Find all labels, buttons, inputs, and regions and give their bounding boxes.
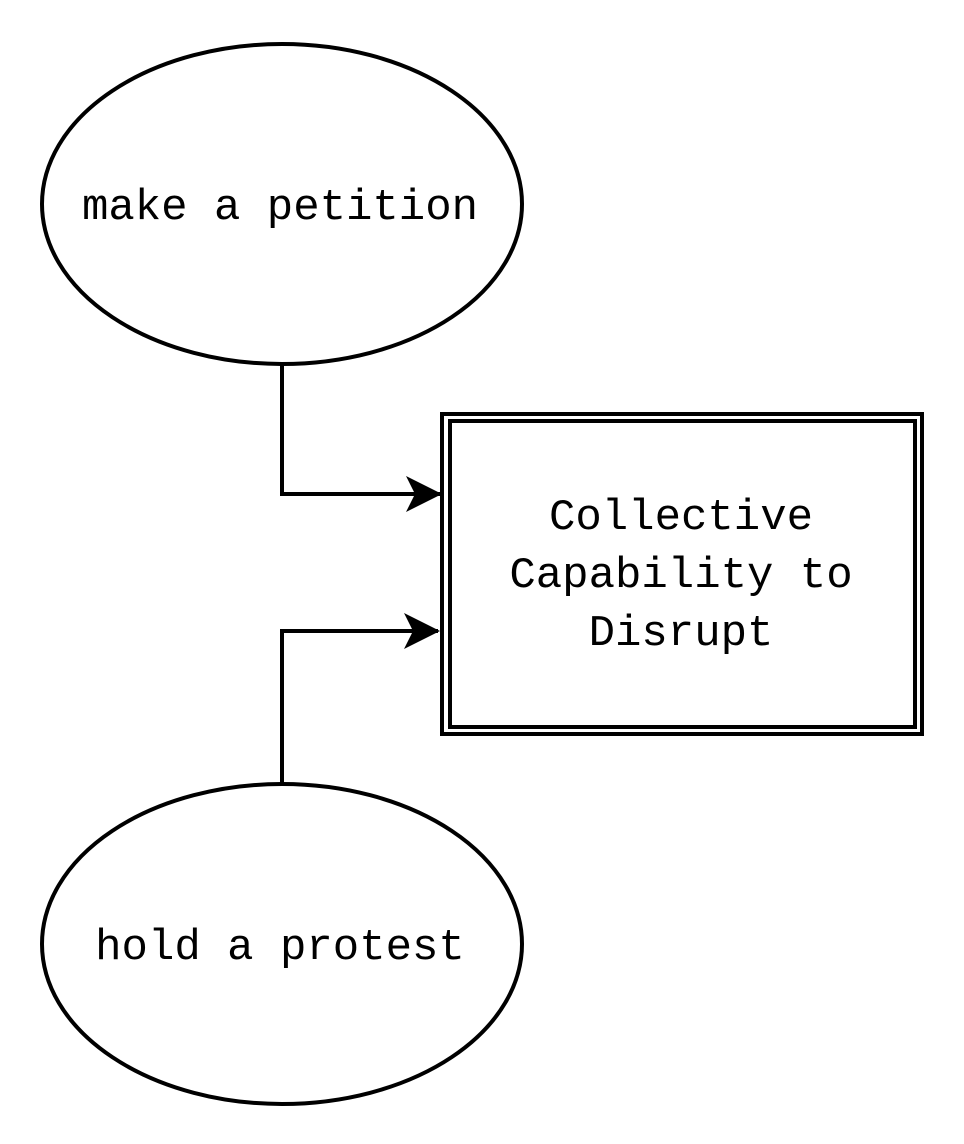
node-label-line-1: Collective (549, 493, 813, 543)
edge-protest-to-capability (280, 613, 440, 784)
node-label-line-3: Disrupt (589, 609, 774, 659)
inner-border (448, 419, 917, 729)
node-hold-a-protest[interactable]: hold a protest (40, 782, 524, 1106)
node-label-line-2: Capability to (509, 551, 852, 601)
node-make-a-petition[interactable]: make a petition (40, 42, 524, 366)
arrow-line (280, 364, 442, 512)
ellipse-shape (40, 42, 524, 366)
node-collective-capability-to-disrupt[interactable]: Collective Capability to Disrupt (440, 412, 924, 736)
node-label: hold a protest (95, 923, 465, 973)
edge-petition-to-capability (280, 364, 442, 512)
node-label: make a petition (82, 183, 478, 233)
outer-border (440, 412, 924, 736)
ellipse-shape (40, 782, 524, 1106)
arrow-line (280, 613, 440, 784)
